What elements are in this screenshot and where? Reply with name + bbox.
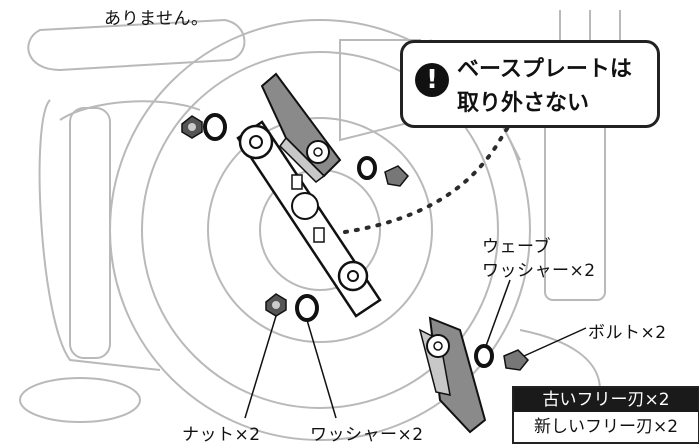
bolt-leader-line [523,327,587,357]
handle-bar-left [59,100,201,121]
nut-label: ナット×2 [182,425,261,445]
wave-washer-lower [474,344,494,368]
nut-upper [181,115,203,139]
warning-line-2: 取り外さない [457,91,590,116]
warning-callout: ! ベースプレートは 取り外さない [400,40,660,128]
deck-left-edge [38,99,161,371]
wave-washer-upper [357,156,377,180]
new-blade-legend: 新しいフリー刃×2 [533,417,679,437]
washer-upper [203,113,227,141]
warning-line-1: ベースプレートは [457,57,632,82]
nut-leader-line [244,315,277,419]
front-wheel-top [27,18,246,72]
handle-left [69,107,111,359]
deck-hub-ring [207,117,433,343]
exclamation-icon: ! [415,63,449,97]
old-blade-legend: 古いフリー刃×2 [514,388,698,412]
washer-leader-line [306,319,337,419]
top-note-text: ありません。 [104,9,209,29]
deck-outer-ring [109,19,531,441]
rear-wheel-left [19,377,141,423]
wave-washer-label-line-2: ワッシャー×2 [482,261,596,281]
lower-free-blade [418,316,487,434]
deck-inner-ring [141,51,499,409]
blade-legend: 古いフリー刃×2 新しいフリー刃×2 [512,386,699,444]
upper-free-blade [260,72,342,183]
bolt-upper [384,165,410,187]
nut-lower [265,293,287,317]
blade-bar [236,120,382,318]
wave-washer-label-line-1: ウェーブ [482,237,551,257]
bolt-label: ボルト×2 [588,323,667,343]
washer-label: ワッシャー×2 [310,425,424,445]
washer-lower [295,294,319,322]
bolt-lower [503,349,530,371]
rear-wheel-outline [519,329,601,391]
wave-washer-leader-line [485,279,511,347]
